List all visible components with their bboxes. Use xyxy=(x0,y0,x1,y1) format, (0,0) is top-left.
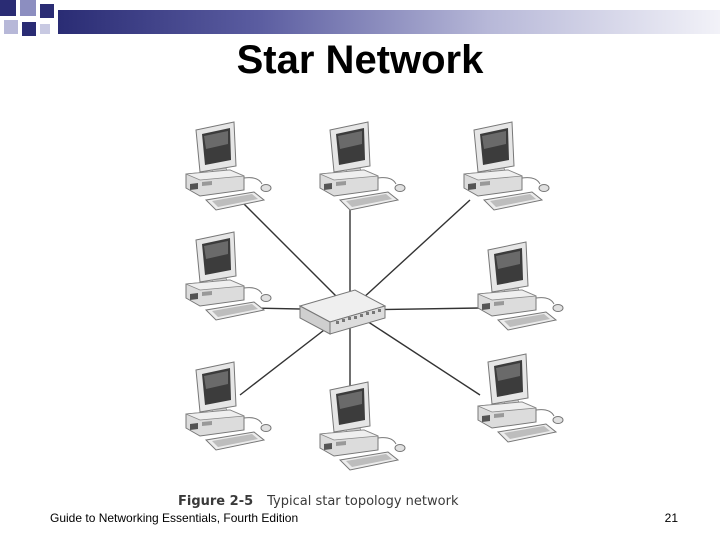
computer-icon xyxy=(477,353,564,443)
figure-number: Figure 2-5 xyxy=(178,494,254,509)
page-number: 21 xyxy=(664,511,678,525)
header-bar xyxy=(58,10,720,34)
hub-icon xyxy=(298,289,387,335)
computer-icon xyxy=(477,241,564,331)
figure-caption-text: Typical star topology network xyxy=(267,494,459,509)
slide-title: Star Network xyxy=(236,38,484,82)
computer-icon xyxy=(185,361,272,451)
star-topology-diagram xyxy=(185,121,564,471)
computer-icon xyxy=(463,121,550,211)
corner-decoration xyxy=(0,0,60,46)
figure-caption: Figure 2-5 Typical star topology network xyxy=(178,494,458,509)
computer-icon xyxy=(319,381,406,471)
computer-icon xyxy=(185,231,272,321)
computer-icon xyxy=(185,121,272,211)
computer-icon xyxy=(319,121,406,211)
footer-text: Guide to Networking Essentials, Fourth E… xyxy=(50,511,299,525)
